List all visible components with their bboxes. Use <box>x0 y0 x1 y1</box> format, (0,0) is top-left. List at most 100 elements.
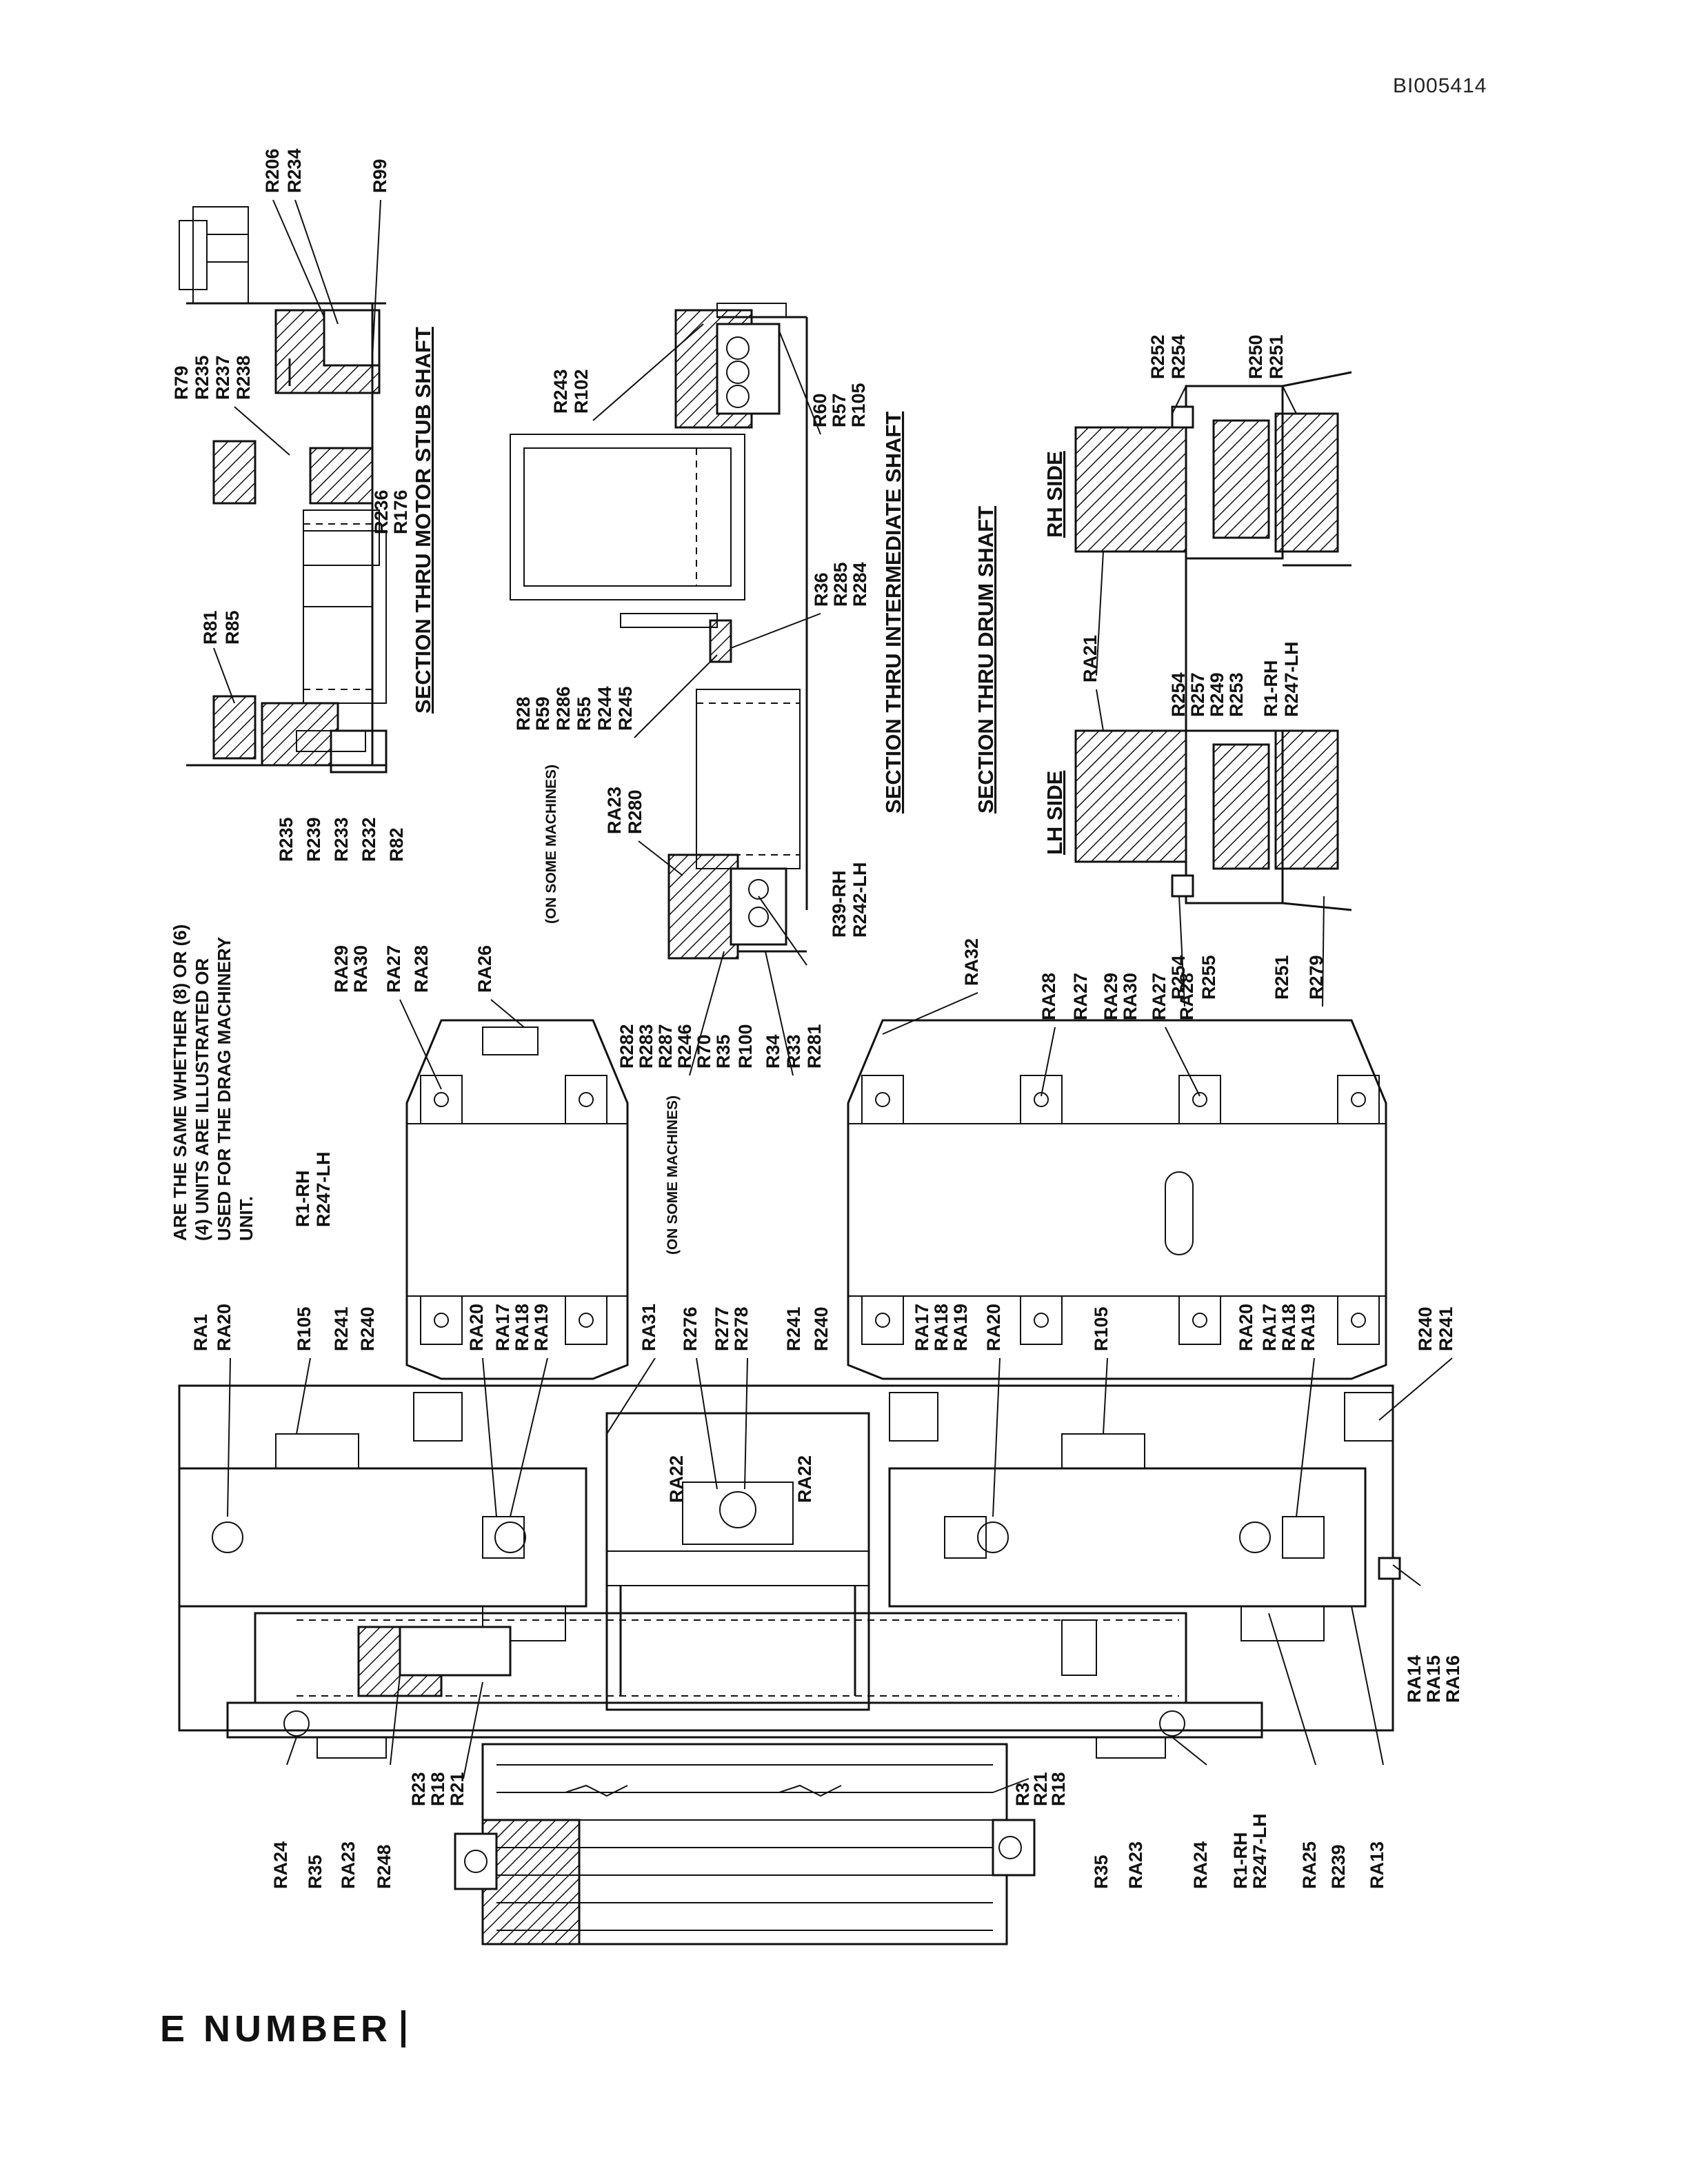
callout: R241 <box>1436 1306 1456 1351</box>
on-some-machines-note: (ON SOME MACHINES) <box>543 765 559 924</box>
callout: RA20 <box>983 1304 1004 1351</box>
bottom-right-callouts: R3 R21 R18 R35 RA23 RA24 R1-RH R247-LH R… <box>1012 1655 1463 1889</box>
callout: R176 <box>390 489 411 534</box>
callout: R276 <box>680 1306 701 1351</box>
callout: R85 <box>222 610 243 645</box>
callout: R247-LH <box>313 1151 334 1227</box>
callout: RA17 <box>492 1304 513 1351</box>
callout: R240 <box>1415 1306 1436 1351</box>
callout: RA27 <box>383 945 404 993</box>
callout: RA28 <box>1176 973 1197 1020</box>
document-id: BI005414 <box>1393 74 1487 97</box>
callout: R239 <box>1328 1844 1349 1889</box>
callout: RA25 <box>1299 1841 1320 1889</box>
callout: R99 <box>370 159 390 193</box>
callout: R280 <box>625 789 645 834</box>
units-note-line2: (4) UNITS ARE ILLUSTRATED OR <box>192 958 212 1241</box>
lh-side-title: LH SIDE <box>1043 771 1067 855</box>
callout: R21 <box>1030 1772 1051 1806</box>
callout: RA18 <box>512 1304 532 1351</box>
callout: RA20 <box>466 1304 487 1351</box>
callout: RA19 <box>950 1304 971 1351</box>
footer-part-number: E NUMBER <box>160 2010 406 2048</box>
callout: RA23 <box>604 787 625 834</box>
callout: RA22 <box>794 1455 815 1503</box>
callout: RA27 <box>1070 973 1091 1020</box>
callout: RA29 <box>1101 973 1121 1020</box>
drum-shaft-section <box>1074 371 1352 911</box>
callout: RA1 <box>190 1314 211 1351</box>
callout: RA18 <box>1278 1304 1299 1351</box>
callout: R246 <box>674 1024 695 1069</box>
upper-unit-callouts: R1-RH R247-LH RA29 RA30 RA27 RA28 RA26 R… <box>292 945 659 1351</box>
callout: R249 <box>1207 672 1227 717</box>
callout: R33 <box>783 1034 804 1069</box>
callout: R254 <box>1168 334 1189 379</box>
on-some-machines-note: (ON SOME MACHINES) <box>665 1095 681 1255</box>
callout: RA19 <box>531 1304 552 1351</box>
callout: RA31 <box>639 1304 659 1351</box>
callout: R236 <box>371 489 392 534</box>
callout: RA23 <box>338 1841 359 1889</box>
callout: R243 <box>550 369 571 414</box>
callout: R1-RH <box>1230 1832 1251 1889</box>
leader-lines <box>213 199 1453 1793</box>
callout: R39-RH <box>829 870 850 938</box>
callout: R251 <box>1266 334 1287 379</box>
intermediate-callouts: R243 R102 R60 R57 R105 R36 R285 R284 R28… <box>513 369 870 1069</box>
callout: RA24 <box>1190 1841 1211 1889</box>
callout: R60 <box>810 393 830 427</box>
callout: R239 <box>303 817 324 862</box>
callout: R105 <box>294 1306 314 1351</box>
callout: R285 <box>830 562 851 607</box>
callout: RA18 <box>931 1304 952 1351</box>
drum-section-title: SECTION THRU DRUM SHAFT <box>974 506 998 813</box>
callout: R82 <box>386 827 407 862</box>
callout: RA20 <box>1236 1304 1256 1351</box>
motor-callouts: R206 R234 R99 R79 R235 R237 R238 R236 R1… <box>171 148 411 862</box>
callout: R247-LH <box>1249 1813 1270 1889</box>
callout: R252 <box>1147 334 1168 379</box>
callout: R240 <box>357 1306 378 1351</box>
callout: R206 <box>262 148 283 193</box>
callout: R1-RH <box>1260 660 1281 717</box>
callout: R284 <box>850 562 870 607</box>
callout: R244 <box>594 686 615 731</box>
lower-unit-callouts: RA32 RA28 RA27 RA29 RA30 RA27 RA28 R241 … <box>783 938 1456 1351</box>
callout: R287 <box>655 1024 676 1069</box>
callout: RA16 <box>1443 1655 1463 1703</box>
callout: RA19 <box>1298 1304 1318 1351</box>
callout: RA28 <box>411 945 432 993</box>
callout: RA27 <box>1149 973 1169 1020</box>
callout: R283 <box>636 1024 656 1069</box>
callout: RA29 <box>331 945 352 993</box>
callout: R254 <box>1168 672 1189 717</box>
callout: R70 <box>694 1034 714 1069</box>
callout: R257 <box>1187 672 1208 717</box>
callout: RA30 <box>350 945 371 993</box>
callout: RA23 <box>1125 1841 1146 1889</box>
callout: R247-LH <box>1281 641 1302 717</box>
left-column-callouts: RA1 RA20 R105 R241 R240 RA20 RA17 RA18 R… <box>190 1304 552 1351</box>
intermediate-shaft-section <box>510 303 808 966</box>
callout: R34 <box>763 1034 783 1069</box>
callout: R245 <box>615 686 636 731</box>
motor-stub-section-title: SECTION THRU MOTOR STUB SHAFT <box>411 327 435 714</box>
callout: R18 <box>428 1772 448 1806</box>
callout: RA20 <box>214 1304 234 1351</box>
callout: RA28 <box>1038 973 1059 1020</box>
callout: R234 <box>284 148 305 193</box>
callout: RA22 <box>666 1455 687 1503</box>
drum-callouts: R252 R254 R250 R251 RA21 R254 R257 R249 … <box>1080 334 1327 1000</box>
callout: RA13 <box>1367 1841 1387 1889</box>
callout: RA24 <box>270 1841 291 1889</box>
callout: R105 <box>1091 1306 1112 1351</box>
callout: R1-RH <box>292 1170 313 1227</box>
callout: RA15 <box>1423 1655 1444 1703</box>
callout: R254 <box>1168 955 1189 1000</box>
drum-assembly <box>454 1743 1036 1945</box>
callout: R281 <box>804 1024 825 1069</box>
callout: R253 <box>1226 672 1247 717</box>
